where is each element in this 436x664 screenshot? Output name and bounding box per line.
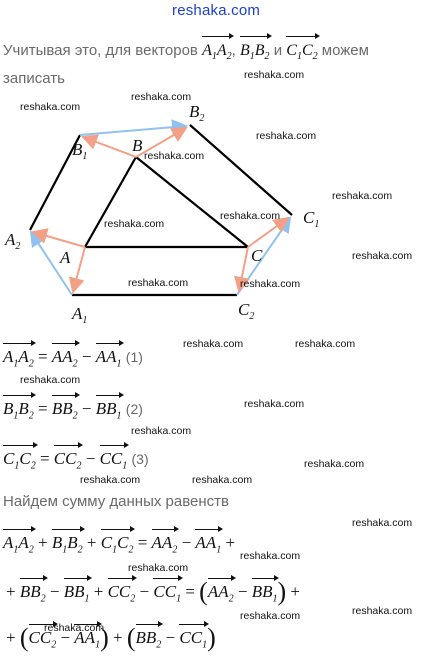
watermark[interactable]: reshaka.com: [244, 69, 305, 81]
label-a: A: [59, 248, 71, 267]
segment-b-c: [135, 156, 249, 248]
sum-heading: Найдем сумму данных равенств: [3, 493, 229, 510]
label-b1: B1: [72, 140, 87, 162]
intro-vector-c1c2: C1C2: [286, 32, 320, 62]
vector-b-b2: [135, 126, 188, 158]
intro-text-after: можем записать: [3, 42, 369, 88]
watermark[interactable]: reshaka.com: [131, 425, 192, 437]
equation-3: C1C2 = CC2 − CC1 (3): [3, 441, 149, 471]
watermark[interactable]: reshaka.com: [220, 210, 281, 222]
watermark[interactable]: reshaka.com: [128, 562, 189, 574]
watermark[interactable]: reshaka.com: [256, 130, 317, 142]
watermark[interactable]: reshaka.com: [240, 610, 301, 622]
intro-vector-a1a2: A1A2: [202, 32, 234, 62]
segment-a2-b1: [29, 134, 81, 231]
equation-1-number: (1): [125, 349, 143, 365]
watermark[interactable]: reshaka.com: [304, 458, 365, 470]
intro-text-and: и: [273, 42, 283, 59]
vector-a-a2: [31, 228, 86, 248]
equation-2-number: (2): [125, 401, 143, 417]
segment-a-b: [84, 156, 137, 248]
label-c1: C1: [303, 208, 319, 230]
vector-a-a1: [68, 246, 86, 294]
equation-3-number: (3): [131, 451, 149, 467]
watermark[interactable]: reshaka.com: [80, 474, 141, 486]
intro-text: Учитывая это, для векторов A1A2, B1B2 и …: [3, 32, 435, 90]
watermark[interactable]: reshaka.com: [20, 374, 81, 386]
equation-2: B1B2 = BB2 − BB1 (2): [3, 391, 143, 421]
segment-b2-c1: [189, 124, 293, 216]
site-brand[interactable]: reshaka.com: [172, 2, 261, 19]
watermark[interactable]: reshaka.com: [244, 398, 305, 410]
watermark[interactable]: reshaka.com: [192, 474, 253, 486]
watermark[interactable]: reshaka.com: [128, 277, 189, 289]
geometry-figure: B1 B B2 A2 A A1 C C1 C2: [4, 102, 319, 326]
label-c: C: [251, 246, 263, 265]
watermark[interactable]: reshaka.com: [352, 517, 413, 529]
vector-c-c1: [247, 216, 290, 248]
watermark[interactable]: reshaka.com: [332, 190, 393, 202]
watermark[interactable]: reshaka.com: [144, 150, 205, 162]
sum-line-3: + (CC2 − AA1) + (BB2 − CC1): [6, 620, 216, 652]
vector-c-c2: [233, 246, 250, 293]
intro-text-before: Учитывая это, для векторов: [3, 42, 198, 59]
watermark[interactable]: reshaka.com: [104, 218, 165, 230]
intro-vector-b1b2: B1B2: [239, 32, 272, 62]
vector-b-b1: [81, 134, 137, 158]
watermark[interactable]: reshaka.com: [44, 622, 105, 634]
watermark[interactable]: reshaka.com: [352, 250, 413, 262]
sum-line-1: A1A2 + B1B2 + C1C2 = AA2 − AA1 +: [3, 525, 235, 555]
label-a1: A1: [71, 304, 87, 326]
watermark[interactable]: reshaka.com: [295, 338, 356, 350]
label-b: B: [132, 136, 143, 155]
label-b2: B2: [189, 102, 204, 124]
watermark[interactable]: reshaka.com: [20, 101, 81, 113]
watermark[interactable]: reshaka.com: [240, 550, 301, 562]
watermark[interactable]: reshaka.com: [183, 338, 244, 350]
watermark[interactable]: reshaka.com: [240, 278, 301, 290]
watermark[interactable]: reshaka.com: [352, 605, 413, 617]
vector-b1-b2: [79, 119, 188, 136]
watermark[interactable]: reshaka.com: [131, 91, 192, 103]
label-c2: C2: [238, 300, 254, 322]
sum-line-2: + BB2 − BB1 + CC2 − CC1 = (AA2 − BB1) +: [6, 574, 300, 606]
equation-1: A1A2 = AA2 − AA1 (1): [3, 339, 143, 369]
label-a2: A2: [4, 230, 20, 252]
